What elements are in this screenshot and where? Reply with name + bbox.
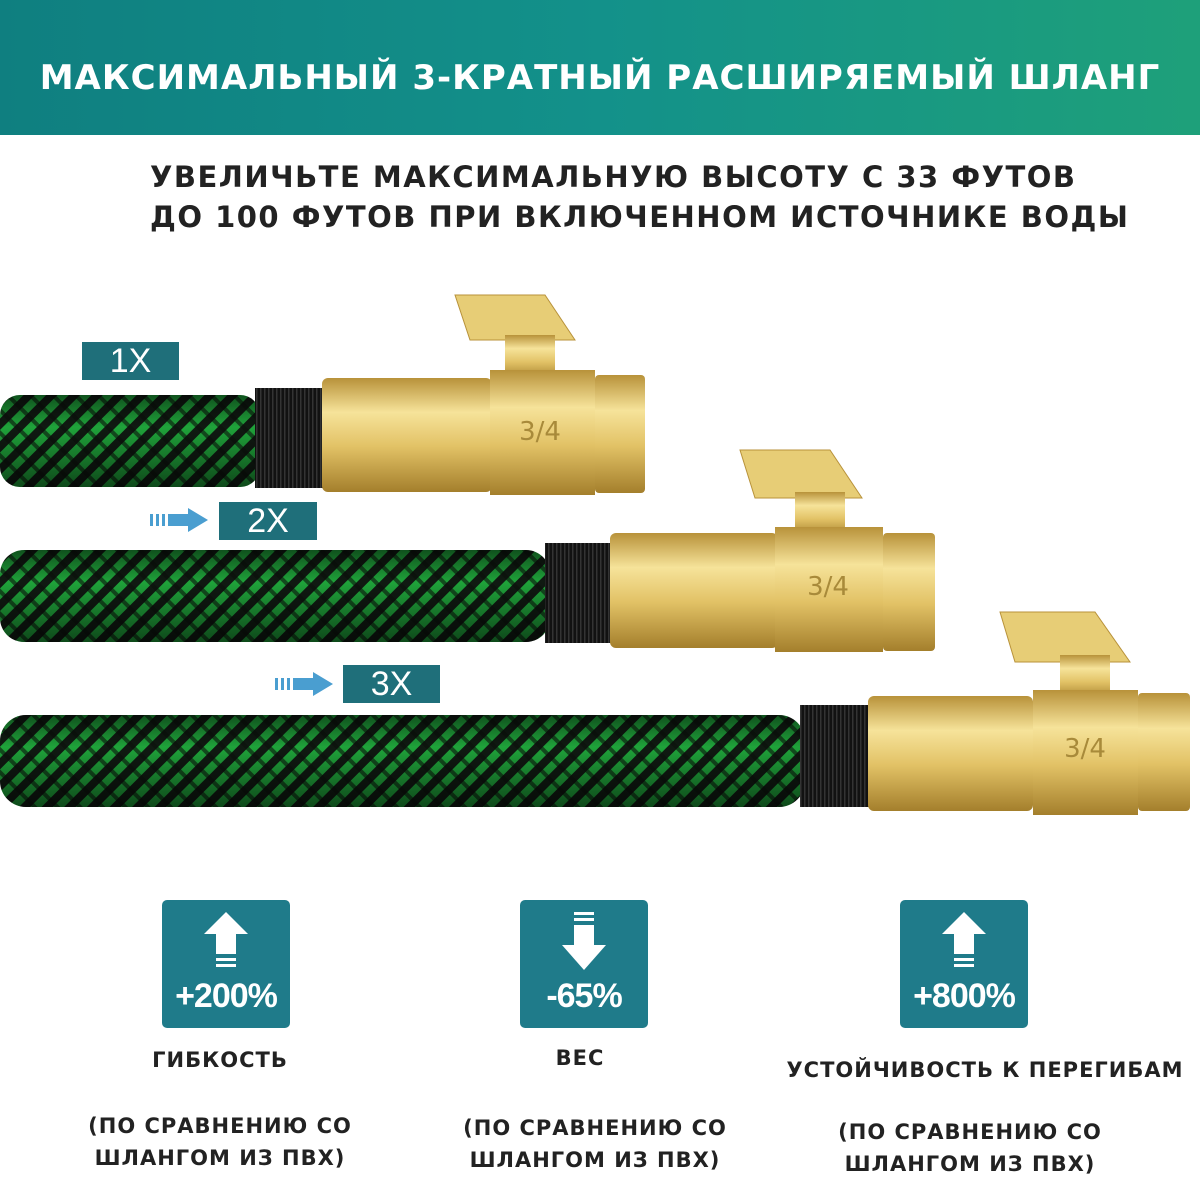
tag-1x: 1X	[82, 342, 179, 380]
stat-value: -65%	[546, 977, 622, 1015]
stat-note: (ПО СРАВНЕНИЮ СО ШЛАНГОМ ИЗ ПВХ)	[445, 1112, 745, 1176]
hose-2x: 3/4	[0, 449, 935, 652]
stat-value: +800%	[913, 977, 1016, 1015]
valve-size-mark: 3/4	[807, 572, 849, 602]
stat-value: +200%	[175, 977, 278, 1015]
note-line: ШЛАНГОМ ИЗ ПВХ)	[844, 1152, 1096, 1176]
stat-label: УСТОЙЧИВОСТЬ К ПЕРЕГИБАМ	[786, 1058, 1184, 1082]
stat-kink-resistance: +800%	[900, 900, 1028, 1028]
hose-1x: 3/4	[0, 294, 645, 495]
arrow-right-icon	[150, 508, 208, 532]
stat-weight: -65%	[520, 900, 648, 1028]
arrow-up-icon	[942, 912, 986, 967]
note-line: (ПО СРАВНЕНИЮ СО	[88, 1114, 352, 1138]
note-line: (ПО СРАВНЕНИЮ СО	[463, 1116, 727, 1140]
arrow-right-icon	[275, 672, 333, 696]
arrow-down-icon	[562, 912, 606, 970]
stat-flexibility: +200%	[162, 900, 290, 1028]
stat-note: (ПО СРАВНЕНИЮ СО ШЛАНГОМ ИЗ ПВХ)	[820, 1116, 1120, 1180]
header-banner: МАКСИМАЛЬНЫЙ 3-КРАТНЫЙ РАСШИРЯЕМЫЙ ШЛАНГ	[0, 0, 1200, 135]
tag-2x: 2X	[219, 502, 317, 540]
valve-size-mark: 3/4	[1064, 734, 1106, 764]
note-line: ШЛАНГОМ ИЗ ПВХ)	[469, 1148, 721, 1172]
stat-label: ВЕС	[555, 1046, 605, 1070]
valve-size-mark: 3/4	[519, 417, 561, 447]
note-line: ШЛАНГОМ ИЗ ПВХ)	[94, 1146, 346, 1170]
stat-note: (ПО СРАВНЕНИЮ СО ШЛАНГОМ ИЗ ПВХ)	[70, 1110, 370, 1174]
note-line: (ПО СРАВНЕНИЮ СО	[838, 1120, 1102, 1144]
subtitle-line-1: УВЕЛИЧЬТЕ МАКСИМАЛЬНУЮ ВЫСОТУ С 33 ФУТОВ	[150, 160, 1077, 194]
stat-label: ГИБКОСТЬ	[152, 1048, 288, 1072]
page-title: МАКСИМАЛЬНЫЙ 3-КРАТНЫЙ РАСШИРЯЕМЫЙ ШЛАНГ	[39, 57, 1161, 98]
tag-3x: 3X	[343, 665, 440, 703]
subtitle-line-2: ДО 100 ФУТОВ ПРИ ВКЛЮЧЕННОМ ИСТОЧНИКЕ ВО…	[150, 200, 1130, 234]
arrow-up-icon	[204, 912, 248, 967]
hose-illustration: 3/4 3/4 3/4	[0, 294, 1190, 815]
hose-3x: 3/4	[0, 611, 1190, 815]
